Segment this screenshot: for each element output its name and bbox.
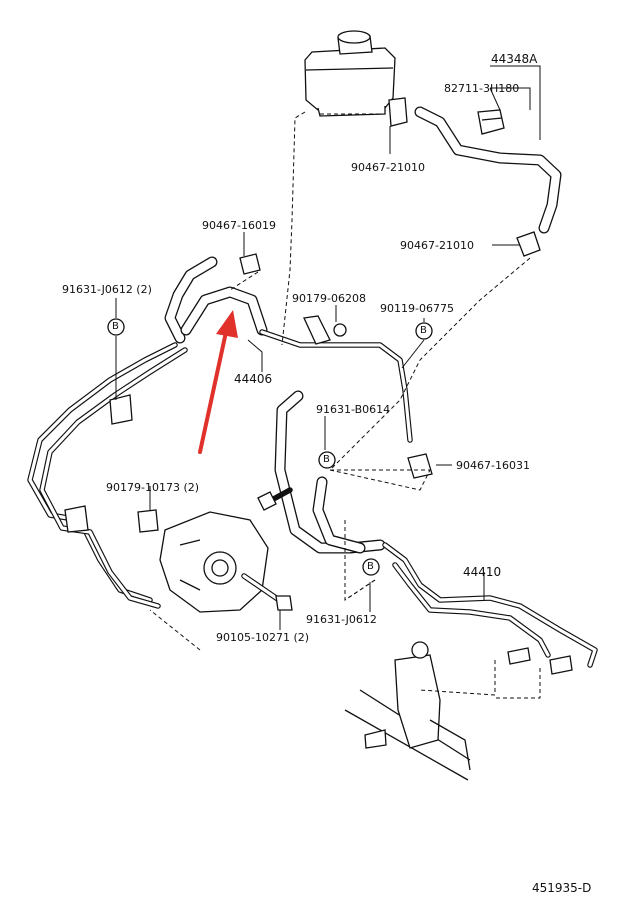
reservoir-return-hose <box>414 106 562 234</box>
label-91631-B0614: 91631-B0614 <box>316 403 391 416</box>
label-91631-J0612: 91631-J0612 <box>306 613 377 626</box>
steering-gear <box>344 641 471 781</box>
label-82711-3H180: 82711-3H180 <box>444 82 520 95</box>
suction-hose-44406 <box>164 256 413 443</box>
highlight-arrow <box>198 310 238 454</box>
label-90179-10173-2: 90179-10173 (2) <box>106 481 200 494</box>
footer-code: 451935-D <box>532 881 592 895</box>
label-44406: 44406 <box>234 372 273 386</box>
label-90467-16019: 90467-16019 <box>202 219 276 232</box>
label-44410: 44410 <box>463 565 502 579</box>
label-90467-16031: 90467-16031 <box>456 459 530 472</box>
bolt-90105-10271 <box>241 573 293 611</box>
clip-symbol-b: B <box>420 325 427 336</box>
clip-symbol-b: B <box>323 454 330 465</box>
hose-clamp-82711 <box>477 109 505 135</box>
label-44348A: 44348A <box>491 52 538 66</box>
bushing-90179-10173 <box>137 509 159 533</box>
label-91631-J0612-2: 91631-J0612 (2) <box>62 283 152 296</box>
leader-lines <box>115 65 541 630</box>
reservoir-tank <box>304 30 396 117</box>
clip-90467-16031 <box>407 453 433 479</box>
power-steering-pump <box>159 511 269 613</box>
clip-90467-16019 <box>239 253 261 275</box>
clip-reference-symbols <box>107 318 433 576</box>
gear-fittings <box>507 647 573 675</box>
reference-dash-lines <box>149 111 541 699</box>
clip-symbol-b: B <box>112 321 119 332</box>
clip-symbol-b: B <box>367 561 374 572</box>
label-90179-06208: 90179-06208 <box>292 292 366 305</box>
nut-90179-06208 <box>303 315 347 345</box>
clip-90467-21010-right <box>516 231 541 257</box>
label-90467-21010-top: 90467-21010 <box>351 161 425 174</box>
label-90467-21010-right: 90467-21010 <box>400 239 474 252</box>
label-90105-10271-2: 90105-10271 (2) <box>216 631 310 644</box>
pressure-line-left <box>27 342 188 609</box>
label-90119-06775: 90119-06775 <box>380 302 454 315</box>
clip-90467-21010-top <box>388 97 408 127</box>
